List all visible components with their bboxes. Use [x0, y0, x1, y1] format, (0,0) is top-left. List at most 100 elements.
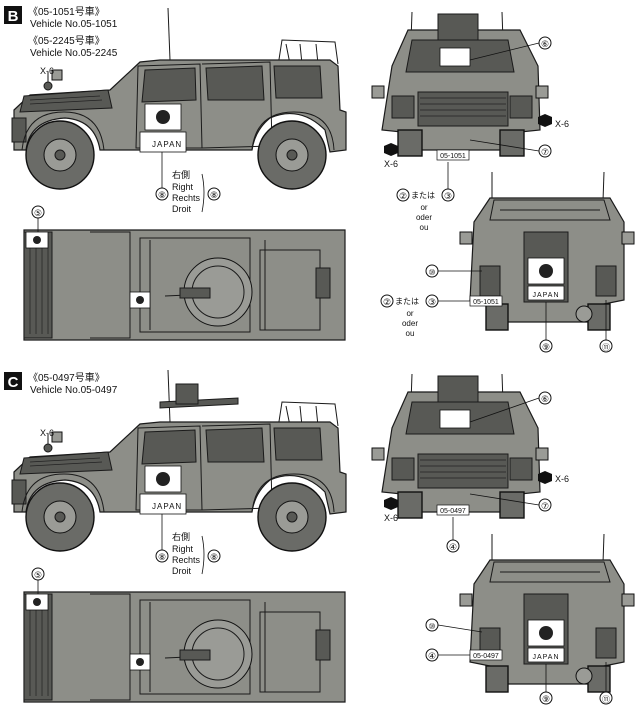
svg-text:⑥: ⑥: [541, 39, 549, 49]
callout-10-rear-b: ⑩: [425, 264, 439, 278]
svg-text:05-0497: 05-0497: [473, 653, 499, 660]
vehicle-1051-en: Vehicle No.05-1051: [30, 19, 118, 30]
plate-front-c: 05-0497: [436, 504, 470, 516]
x6-marker-front-c2: [384, 497, 398, 510]
svg-text:⑧: ⑧: [158, 552, 166, 562]
x6-label-front-b: X-6: [555, 119, 569, 129]
x6-label-front-b2: X-6: [384, 159, 398, 169]
plate-rear-b: 05-1051: [469, 295, 503, 307]
section-b: B 《05-1051号車》 Vehicle No.05-1051 《05-224…: [4, 5, 635, 353]
section-c-letter: C: [8, 374, 19, 391]
x6-label-front-c2: X-6: [384, 513, 398, 523]
machine-gun-side-c: [159, 397, 239, 409]
callout-5-top-b: ⑤: [31, 205, 45, 219]
svg-text:③: ③: [428, 297, 436, 307]
or-fr-front-b: ou: [420, 223, 429, 232]
japan-label-rear-c: JAPAN: [532, 654, 559, 661]
svg-text:⑧: ⑧: [158, 190, 166, 200]
callout-8b-side-c: ⑧: [207, 549, 221, 563]
or-jp-rear-b: または: [395, 297, 419, 306]
side-de-b: Rechts: [172, 193, 201, 203]
x6-marker-front-b2: [384, 143, 398, 156]
svg-text:05-0497: 05-0497: [440, 508, 466, 515]
japan-label-side-c: JAPAN: [152, 502, 182, 511]
callout-11-rear-b: ⑪: [599, 339, 613, 353]
section-c-badge: [4, 372, 22, 390]
callout-2-front-b: ②: [396, 188, 410, 202]
callout-3-rear-b: ③: [425, 294, 439, 308]
callout-8-side-b: ⑧: [155, 187, 169, 201]
callout-2-rear-b: ②: [380, 294, 394, 308]
callout-6-front-c: ⑥: [538, 391, 552, 405]
side-en-b: Right: [172, 182, 194, 192]
plate-rear-c: 05-0497: [469, 649, 503, 661]
svg-text:⑥: ⑥: [541, 394, 549, 404]
svg-text:④: ④: [449, 542, 457, 552]
or-fr-rear-b: ou: [406, 329, 415, 338]
or-en-rear-b: or: [406, 309, 413, 318]
vehicle-2245-jp: 《05-2245号車》: [28, 34, 105, 47]
plate-front-b: 05-1051: [436, 149, 470, 161]
section-b-letter: B: [8, 8, 19, 25]
callout-11-rear-c: ⑪: [599, 691, 613, 705]
callout-5-top-c: ⑤: [31, 567, 45, 581]
callout-8b-side-b: ⑧: [207, 187, 221, 201]
callout-6-front-b: ⑥: [538, 36, 552, 50]
svg-text:⑨: ⑨: [542, 694, 550, 704]
callout-9-rear-c: ⑨: [539, 691, 553, 705]
or-de-front-b: oder: [416, 213, 432, 222]
callout-4-rear-c: ④: [425, 648, 439, 662]
front-view-b: [371, 11, 549, 157]
callout-10-rear-c: ⑩: [425, 618, 439, 632]
vehicle-1051-jp: 《05-1051号車》: [28, 5, 105, 18]
svg-text:⑤: ⑤: [34, 570, 42, 580]
svg-text:③: ③: [444, 191, 452, 201]
callout-7-front-c: ⑦: [538, 498, 552, 512]
svg-text:05-1051: 05-1051: [473, 299, 499, 306]
vehicle-2245-en: Vehicle No.05-2245: [30, 48, 118, 59]
section-c: C 《05-0497号車》 Vehicle No.05-0497 JAPAN X…: [4, 369, 635, 705]
vehicle-0497-jp: 《05-0497号車》: [28, 371, 105, 384]
svg-text:⑦: ⑦: [541, 147, 549, 157]
svg-text:②: ②: [399, 191, 407, 201]
x6-marker-front-b: [538, 114, 552, 127]
svg-text:⑧: ⑧: [210, 552, 218, 562]
front-view-c: [371, 373, 549, 519]
svg-text:⑨: ⑨: [542, 342, 550, 352]
japan-label-side-b: JAPAN: [152, 140, 182, 149]
callout-9-rear-b: ⑨: [539, 339, 553, 353]
side-fr-c: Droit: [172, 566, 192, 576]
callout-8-side-c: ⑧: [155, 549, 169, 563]
x6-marker-front-c: [538, 471, 552, 484]
side-jp-b: 右側: [172, 169, 190, 180]
or-jp-front-b: または: [411, 191, 435, 200]
side-fr-b: Droit: [172, 204, 192, 214]
rear-view-c: [459, 533, 635, 693]
section-b-badge: [4, 6, 22, 24]
svg-text:④: ④: [428, 651, 436, 661]
svg-text:05-1051: 05-1051: [440, 153, 466, 160]
or-en-front-b: or: [420, 203, 427, 212]
japan-label-rear-b: JAPAN: [532, 292, 559, 299]
side-jp-c: 右側: [172, 531, 190, 542]
top-view-b: [23, 229, 346, 341]
svg-text:⑦: ⑦: [541, 501, 549, 511]
side-de-c: Rechts: [172, 555, 201, 565]
vehicle-0497-en: Vehicle No.05-0497: [30, 385, 118, 396]
svg-text:⑩: ⑩: [428, 622, 435, 631]
callout-7-front-b: ⑦: [538, 144, 552, 158]
callout-4-front-c: ④: [446, 539, 460, 553]
x6-mark-side-b: X-6: [40, 66, 54, 76]
svg-text:⑪: ⑪: [602, 343, 610, 352]
svg-text:⑤: ⑤: [34, 208, 42, 218]
svg-text:⑪: ⑪: [602, 695, 610, 704]
top-view-c: [23, 591, 346, 703]
svg-text:②: ②: [383, 297, 391, 307]
callout-3-front-b: ③: [441, 188, 455, 202]
x6-label-front-c: X-6: [555, 474, 569, 484]
svg-text:⑩: ⑩: [428, 268, 435, 277]
or-de-rear-b: oder: [402, 319, 418, 328]
svg-text:⑧: ⑧: [210, 190, 218, 200]
side-en-c: Right: [172, 544, 194, 554]
